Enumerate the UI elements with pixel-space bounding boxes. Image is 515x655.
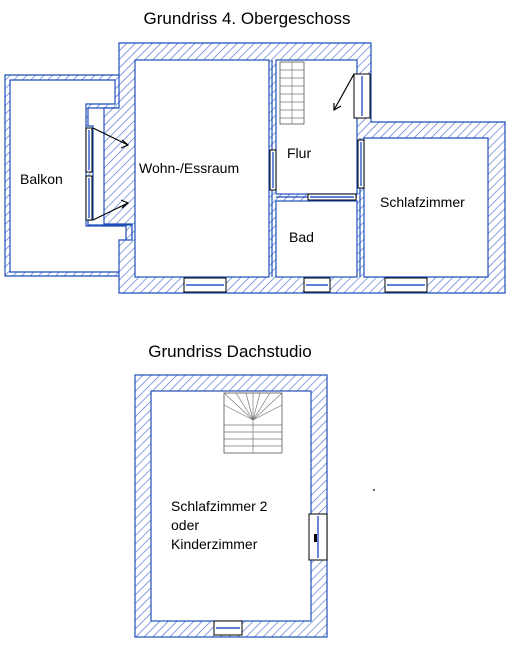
room-schlafzimmer: [363, 137, 489, 278]
plan1-title: Grundriss 4. Obergeschoss: [144, 9, 351, 28]
room-wohnraum: [134, 59, 270, 278]
room-bad: [275, 200, 358, 278]
window-bad-bottom: [303, 277, 331, 293]
window-dachstudio-bottom: [213, 620, 243, 636]
label-balkon: Balkon: [20, 171, 63, 187]
balcony-door: [85, 127, 130, 221]
label-schlafzimmer: Schlafzimmer: [380, 194, 465, 210]
flur-window: [333, 73, 371, 119]
window-schlafzimmer-bottom: [384, 277, 428, 293]
stray-dot: [373, 489, 375, 491]
label-schlafzimmer2-line2: oder: [171, 517, 199, 533]
plan1-floorplan: Balkon Wohn-/Essraum Flur Schlafzimmer B…: [4, 42, 506, 294]
label-schlafzimmer2-line1: Schlafzimmer 2: [171, 498, 268, 514]
bad-door: [307, 193, 357, 201]
window-dachstudio-right: [308, 513, 328, 561]
label-schlafzimmer2-line3: Kinderzimmer: [171, 536, 258, 552]
plan2-title: Grundriss Dachstudio: [148, 342, 311, 361]
staircase-dachstudio: [223, 392, 283, 454]
window-wohnraum-bottom: [183, 277, 227, 293]
flur-door: [269, 149, 277, 191]
label-flur: Flur: [287, 145, 311, 161]
label-bad: Bad: [289, 229, 314, 245]
schlafzimmer-door: [357, 139, 365, 189]
plan2-floorplan: Schlafzimmer 2 oder Kinderzimmer: [134, 374, 328, 638]
label-wohnraum: Wohn-/Essraum: [139, 160, 239, 176]
staircase-upper: [279, 61, 305, 125]
